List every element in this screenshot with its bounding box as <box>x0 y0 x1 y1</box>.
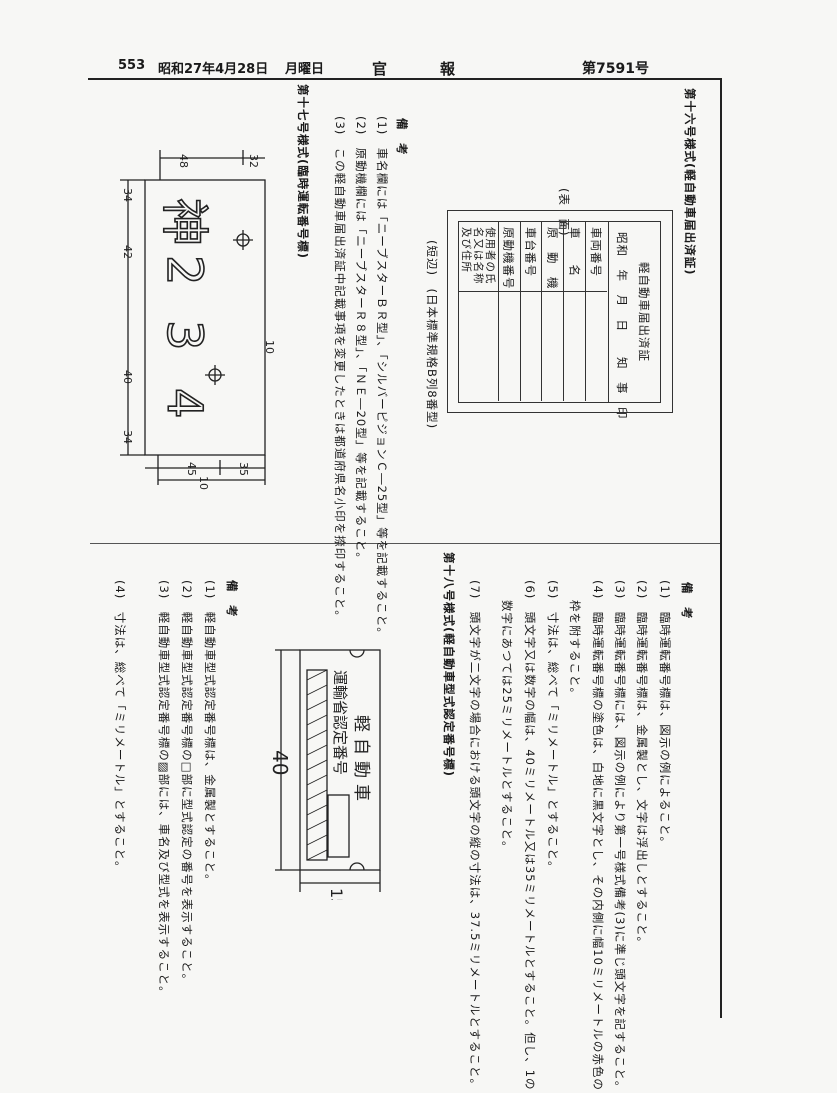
certificate-date-line: 昭和 年 月 日 知 事 印 <box>615 232 629 420</box>
form18-dim-length: 40 <box>268 750 292 775</box>
form16-note-1: (1) 車名欄には「ニーブスターＢＲ型」、「シルバーピジョンＣ―25型」等を記載… <box>375 116 389 640</box>
issue-date: 昭和27年4月28日 <box>158 62 269 77</box>
form18-note-3: (3) 軽自動車型式認定番号標の▨部には、車名及び型式を表示すること。 <box>157 580 171 999</box>
form17-note-3: (3) 臨時運転番号標には、図示の例により第一号様式備考(3)に準じ頭文字を記す… <box>613 580 627 1093</box>
form16-note-2: (2) 原動機欄には「ニーブスターＲ８型」、「ＮＥ―20型」等を記載すること。 <box>354 116 368 565</box>
form17-title: 第十七号様式(臨時運転番号標) <box>296 84 310 260</box>
certificate-rows: 車両番号 車 名 原 動 機 車台番号 原動機番号 使用者の氏名又は名称及び住所 <box>458 221 607 401</box>
gazette-title-1: 官 <box>372 60 388 78</box>
right-border <box>720 78 722 1018</box>
form16-side-label: (表 面) <box>557 188 571 237</box>
plate-char-2: 2 <box>156 255 212 286</box>
row-vehicle-name: 車 名 <box>563 221 585 401</box>
form17-note-2: (2) 臨時運転番号標は、金属製とし、文字は浮出しとすること。 <box>635 580 649 949</box>
form18-plate-drawing: 軽自動車 運輸省認定番号 40 15 <box>268 649 381 900</box>
page-number: 553 <box>118 58 146 73</box>
form18-plate-line1: 軽自動車 <box>351 715 371 807</box>
form16-certificate-table: 軽自動車届出済証 昭和 年 月 日 知 事 印 <box>447 210 673 420</box>
form18-plate-line2: 運輸省認定番号 <box>331 670 349 775</box>
certificate-heading: 軽自動車届出済証 <box>637 262 651 362</box>
dim-48: 48 <box>177 154 190 168</box>
form17-notes-heading: 備 考 <box>680 582 694 620</box>
issue-number: 第7591号 <box>582 61 649 77</box>
row-user-name-address: 使用者の氏名又は名称及び住所 <box>459 227 496 285</box>
row-chassis-number: 車台番号 <box>519 221 542 401</box>
weekday: 月曜日 <box>285 62 325 77</box>
dim-42: 42 <box>121 245 134 259</box>
dim-45: 45 <box>185 462 198 476</box>
row-engine: 原 動 機 <box>541 221 563 401</box>
form16-note-3: (3) この軽自動車届出済証中記載事項を変更したときは都道府県名小印を捺印するこ… <box>333 116 347 623</box>
header-rule <box>88 78 722 80</box>
plate-char-4: 4 <box>156 388 212 419</box>
form17-note-7: (7) 頭文字が二文字の場合における頭文字の縦の寸法は、37.5ミリメートルとす… <box>468 580 482 1092</box>
plate-char-1: 神 <box>156 198 212 246</box>
form17-note-1: (1) 臨時運転番号標は、図示の例によること。 <box>658 580 672 849</box>
dim-40: 40 <box>121 370 134 384</box>
dim-100: 100 <box>197 476 210 490</box>
plate-char-3: 3 <box>156 320 212 351</box>
row-vehicle-number: 車両番号 <box>585 221 607 401</box>
form17-note-6-cont: 数字にあつては25ミリメートルとすること。 <box>500 600 514 854</box>
form18-notes-heading: 備 考 <box>225 580 239 618</box>
form17-plate-drawing: 神 2 3 4 48 32 34 42 10 40 34 45 35 100 <box>120 150 276 490</box>
form18-dim-width: 15 <box>327 888 346 900</box>
form16-notes-heading: 備 考 <box>395 118 409 156</box>
form17-note-6: (6) 頭文字又は数字の幅は、40ミリメートル又は35ミリメートルとすること。但… <box>523 580 537 1091</box>
form18-note-4: (4) 寸法は、総べて「ミリメートル」とすること。 <box>113 580 127 874</box>
dim-32: 32 <box>247 154 260 168</box>
dim-34a: 34 <box>121 188 134 202</box>
section-divider <box>90 543 720 544</box>
dim-34b: 34 <box>121 430 134 444</box>
form18-note-1: (1) 軽自動車型式認定番号標は、金属製とすること。 <box>203 580 217 887</box>
form17-note-5: (5) 寸法は、総べて「ミリメートル」とすること。 <box>546 580 560 874</box>
row-engine-number: 原動機番号 <box>497 221 520 401</box>
form16-title: 第十六号様式(軽自動車届出済証) <box>683 88 697 276</box>
form17-note-4-cont: 枠を附すること。 <box>568 600 582 700</box>
gazette-title-2: 報 <box>440 60 456 78</box>
dim-35: 35 <box>237 462 250 476</box>
dim-10: 10 <box>263 340 276 354</box>
form17-note-4: (4) 臨時運転番号標の塗色は、白地に黒文字とし、その内側に幅10ミリメートルの… <box>591 580 605 1091</box>
form18-title: 第十八号様式(軽自動車型式認定番号標) <box>442 552 456 778</box>
form18-note-2: (2) 軽自動車型式認定番号標の□部に型式認定の番号を表示すること。 <box>180 580 194 987</box>
form16-size-note: (短辺) (日本標準規格B列8番型) <box>425 240 439 430</box>
